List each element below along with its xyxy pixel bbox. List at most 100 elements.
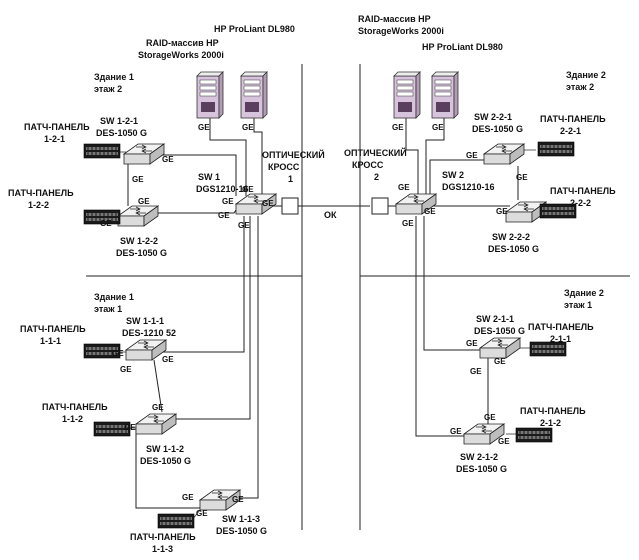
sw221-model: DES-1050 G (472, 124, 523, 134)
pp222-label: ПАТЧ-ПАНЕЛЬ (550, 186, 616, 196)
port-label: GE (466, 339, 478, 348)
pp211-id: 2-1-1 (550, 334, 571, 344)
sw222-name: SW 2-2-2 (492, 232, 530, 242)
patch-panel-113-icon (157, 513, 195, 529)
port-label: GE (484, 413, 496, 422)
left-proliant-server-icon (240, 71, 268, 119)
sw212-name: SW 2-1-2 (460, 452, 498, 462)
port-label: GE (466, 151, 478, 160)
sw112-model: DES-1050 G (140, 456, 191, 466)
pp112-id: 1-1-2 (62, 414, 83, 424)
port-label: GE (162, 155, 174, 164)
port-label: GE (402, 219, 414, 228)
b2-floor1-floor: этаж 1 (564, 300, 592, 310)
sw2-name: SW 2 (442, 170, 464, 180)
b2-floor1-title: Здание 2 (564, 288, 604, 298)
sw121-model: DES-1050 G (96, 128, 147, 138)
pp111-id: 1-1-1 (40, 336, 61, 346)
port-label: GE (242, 123, 254, 132)
sw112-name: SW 1-1-2 (146, 444, 184, 454)
port-label: GE (232, 495, 244, 504)
building-dividers (86, 64, 630, 530)
sw111-switch-icon (125, 339, 167, 361)
port-label: GE (262, 199, 274, 208)
cross1-label-2: КРОСС (268, 162, 300, 172)
patch-panel-211-icon (529, 341, 567, 357)
left-proliant-label: HP ProLiant DL980 (214, 24, 295, 34)
sw211-name: SW 2-1-1 (476, 314, 514, 324)
sw111-model: DES-1210 52 (122, 328, 176, 338)
pp113-id: 1-1-3 (152, 544, 173, 554)
pp212-label: ПАТЧ-ПАНЕЛЬ (520, 406, 586, 416)
left-raid-label-2: StorageWorks 2000i (138, 50, 224, 60)
pp221-label: ПАТЧ-ПАНЕЛЬ (540, 114, 606, 124)
sw222-model: DES-1050 G (488, 244, 539, 254)
sw111-name: SW 1-1-1 (126, 316, 164, 326)
port-labels: GE GE GE GE GE GE GE GE GE GE GE GE GE G… (100, 123, 528, 518)
left-raid-server-icon (196, 71, 224, 119)
optical-cross-2 (371, 197, 389, 215)
port-label: GE (392, 123, 404, 132)
pp221-id: 2-2-1 (560, 126, 581, 136)
patch-panel-212-icon (515, 427, 553, 443)
port-label: GE (100, 219, 112, 228)
cross2-label-1: ОПТИЧЕСКИЙ (344, 147, 407, 158)
sw113-model: DES-1050 G (216, 526, 267, 536)
sw122-name: SW 1-2-2 (120, 236, 158, 246)
pp121-label: ПАТЧ-ПАНЕЛЬ (24, 122, 90, 132)
sw212-model: DES-1050 G (456, 464, 507, 474)
cross1-label-3: 1 (288, 174, 293, 184)
port-label: GE (162, 355, 174, 364)
pp122-label: ПАТЧ-ПАНЕЛЬ (8, 188, 74, 198)
b1-floor2-floor: этаж 2 (94, 84, 122, 94)
port-label: GE (112, 349, 124, 358)
b1-floor1-title: Здание 1 (94, 292, 134, 302)
sw211-model: DES-1050 G (474, 326, 525, 336)
cross2-label-3: 2 (374, 172, 379, 182)
b2-floor2-floor: этаж 2 (566, 82, 594, 92)
port-label: GE (198, 123, 210, 132)
right-raid-server-icon (393, 71, 421, 119)
b1-floor2-title: Здание 1 (94, 72, 134, 82)
cross2-label-2: КРОСС (352, 160, 384, 170)
sw2-model: DGS1210-16 (442, 182, 495, 192)
patch-panel-221-icon (537, 141, 575, 157)
port-label: GE (516, 173, 528, 182)
sw112-switch-icon (135, 413, 177, 435)
sw121-name: SW 1-2-1 (100, 116, 138, 126)
port-label: GE (182, 493, 194, 502)
port-label: GE (124, 423, 136, 432)
port-label: GE (238, 221, 250, 230)
port-label: GE (138, 197, 150, 206)
optical-cross-1 (281, 197, 299, 215)
sw211-switch-icon (479, 337, 521, 359)
optical-link-label: ОК (324, 210, 337, 220)
pp111-label: ПАТЧ-ПАНЕЛЬ (20, 324, 86, 334)
pp211-label: ПАТЧ-ПАНЕЛЬ (528, 322, 594, 332)
port-label: GE (398, 183, 410, 192)
right-raid-label-2: StorageWorks 2000i (358, 26, 444, 36)
port-label: GE (222, 197, 234, 206)
port-label: GE (470, 367, 482, 376)
sw122-model: DES-1050 G (116, 248, 167, 258)
port-label: GE (120, 365, 132, 374)
sw113-name: SW 1-1-3 (222, 514, 260, 524)
port-label: GE (132, 175, 144, 184)
b1-floor1-floor: этаж 1 (94, 304, 122, 314)
sw221-name: SW 2-2-1 (474, 112, 512, 122)
port-label: GE (218, 211, 230, 220)
port-label: GE (450, 427, 462, 436)
port-label: GE (432, 123, 444, 132)
pp121-id: 1-2-1 (44, 134, 65, 144)
b2-floor2-title: Здание 2 (566, 70, 606, 80)
port-label: GE (498, 437, 510, 446)
left-raid-label-1: RAID-массив HP (146, 38, 219, 48)
pp212-id: 2-1-2 (540, 418, 561, 428)
sw122-switch-icon (117, 205, 159, 227)
sw1-name: SW 1 (198, 172, 220, 182)
sw1-model: DGS1210-16 (196, 184, 249, 194)
pp113-label: ПАТЧ-ПАНЕЛЬ (130, 532, 196, 542)
pp112-label: ПАТЧ-ПАНЕЛЬ (42, 402, 108, 412)
